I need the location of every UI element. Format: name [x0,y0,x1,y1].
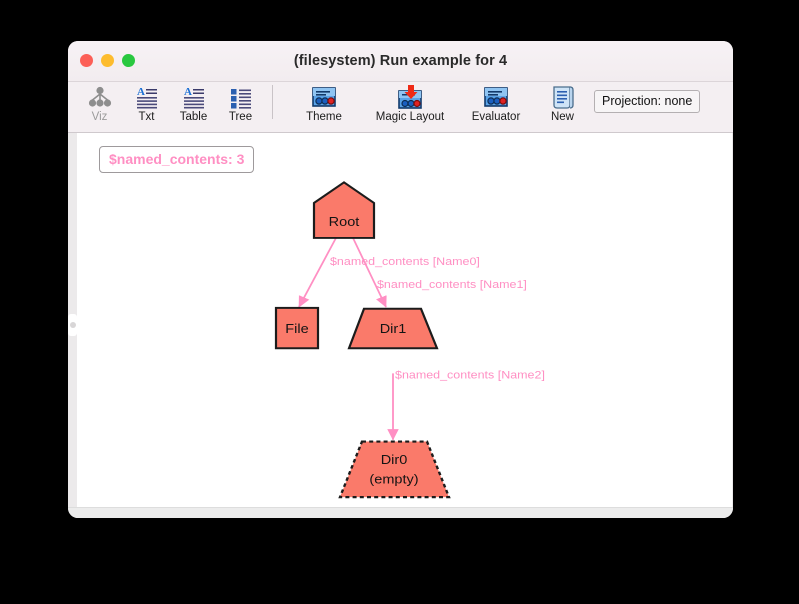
toolbar-label-magic-layout: Magic Layout [375,111,445,123]
node-dir0-shape [338,440,451,499]
edge-label-name0: $named_contents [Name0] [330,254,480,267]
node-root[interactable]: Root [312,181,376,239]
node-root-label: Root [329,215,360,229]
toolbar-button-magic-layout[interactable]: Magic Layout [367,82,453,123]
toolbar-button-theme[interactable]: Theme [281,82,367,123]
window-controls [80,54,135,67]
toolbar-label-tree: Tree [228,111,253,123]
theme-panel-icon [310,85,338,110]
minimize-window-button[interactable] [101,54,114,67]
evaluator-panel-icon [482,85,510,110]
viz-tree-icon [87,85,113,110]
node-file[interactable]: File [274,306,320,350]
node-dir0[interactable]: Dir0 (empty) [338,440,451,499]
maximize-window-button[interactable] [122,54,135,67]
toolbar-label-evaluator: Evaluator [471,111,521,123]
svg-text:A: A [184,86,192,98]
node-root-shape [312,181,376,239]
tree-list-icon [228,85,254,110]
toolbar-button-txt[interactable]: A Txt [123,82,170,123]
graph-canvas[interactable]: $named_contents: 3 [77,133,732,507]
window-bottom-strip [68,507,733,518]
edge-root-file[interactable] [298,237,337,308]
graph-svg: $named_contents [Name0] $named_contents … [274,181,545,499]
node-file-label: File [285,322,309,336]
node-dir1[interactable]: Dir1 [347,307,439,350]
node-dir1-label: Dir1 [380,322,407,336]
graph-edge-labels: $named_contents [Name0] $named_contents … [330,254,545,381]
window-title: (filesystem) Run example for 4 [293,53,508,69]
edge-label-name1: $named_contents [Name1] [377,278,527,291]
new-scroll-icon [551,85,575,110]
toolbar-label-new: New [550,111,574,123]
edge-label-name2: $named_contents [Name2] [395,368,545,381]
window-body: $named_contents: 3 [68,133,733,507]
node-dir0-label-line1: Dir0 [381,452,408,466]
toolbar-button-evaluator[interactable]: Evaluator [453,82,539,123]
toolbar-label-theme: Theme [306,111,342,123]
graph-edges [298,237,399,441]
window-titlebar: (filesystem) Run example for 4 [68,41,733,82]
split-pane-handle[interactable] [68,314,77,336]
toolbar-label-txt: Txt [138,111,155,123]
graph-nodes: Root File Dir1 [274,181,451,499]
edge-root-dir1[interactable] [352,237,387,308]
toolbar-button-new[interactable]: New [539,82,586,123]
split-pane-rail [68,133,77,507]
named-contents-legend-badge[interactable]: $named_contents: 3 [99,146,255,173]
close-window-button[interactable] [80,54,93,67]
magic-layout-icon [395,85,425,110]
toolbar-label-viz: Viz [91,111,108,123]
svg-text:A: A [137,86,145,98]
toolbar-button-viz[interactable]: Viz [76,82,123,123]
toolbar-separator [272,85,273,119]
table-icon: A [181,85,207,110]
toolbar: Viz A Txt [68,82,733,133]
node-dir0-label-line2: (empty) [369,472,418,486]
application-window: (filesystem) Run example for 4 Viz [68,41,733,518]
node-file-shape [274,306,320,350]
split-pane-handle-dot [69,322,76,328]
node-dir1-shape [347,307,439,350]
toolbar-button-tree[interactable]: Tree [217,82,264,123]
projection-button[interactable]: Projection: none [594,90,701,113]
text-document-icon: A [134,85,160,110]
toolbar-button-table[interactable]: A Table [170,82,217,124]
toolbar-label-table: Table [179,111,208,123]
